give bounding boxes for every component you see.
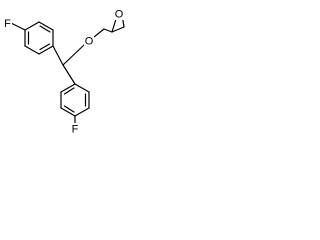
bond — [24, 45, 40, 55]
bond-ether-oxygen-to-ch2 — [93, 28, 105, 38]
bond — [74, 83, 90, 93]
double-bond-inner-line — [39, 43, 51, 51]
lower-fluorophenyl-ring — [60, 83, 90, 117]
chemical-structure-diagram: F O O F — [3, 8, 125, 135]
bond — [24, 21, 40, 31]
epoxide-oxygen-atom-label: O — [115, 8, 124, 20]
bond-methine-to-ether-oxygen — [62, 44, 85, 66]
bond — [38, 45, 54, 55]
fluorine-atom-label-bottom: F — [72, 123, 79, 135]
upper-fluorophenyl-ring — [24, 21, 54, 55]
bond-ch2-to-epoxide — [103, 28, 113, 33]
label-mask — [3, 17, 12, 29]
bond-methine-to-lower-ring — [62, 64, 76, 85]
label-mask — [84, 35, 94, 47]
double-bond-inner-line — [63, 105, 75, 113]
double-bond-inner-line — [39, 25, 51, 33]
bond-to-top-fluorine — [10, 22, 26, 31]
fluorine-atom-label-top: F — [4, 18, 11, 30]
bond — [111, 18, 117, 33]
double-bond-inner-line — [63, 87, 75, 95]
label-mask — [114, 8, 124, 20]
ether-oxygen-atom-label: O — [85, 35, 94, 47]
bond — [111, 26, 125, 33]
bond — [60, 107, 76, 117]
bond — [38, 21, 54, 31]
bond — [60, 83, 76, 93]
bond — [74, 107, 90, 117]
bond-upper-ring-to-methine — [52, 45, 64, 66]
label-mask — [70, 123, 80, 135]
